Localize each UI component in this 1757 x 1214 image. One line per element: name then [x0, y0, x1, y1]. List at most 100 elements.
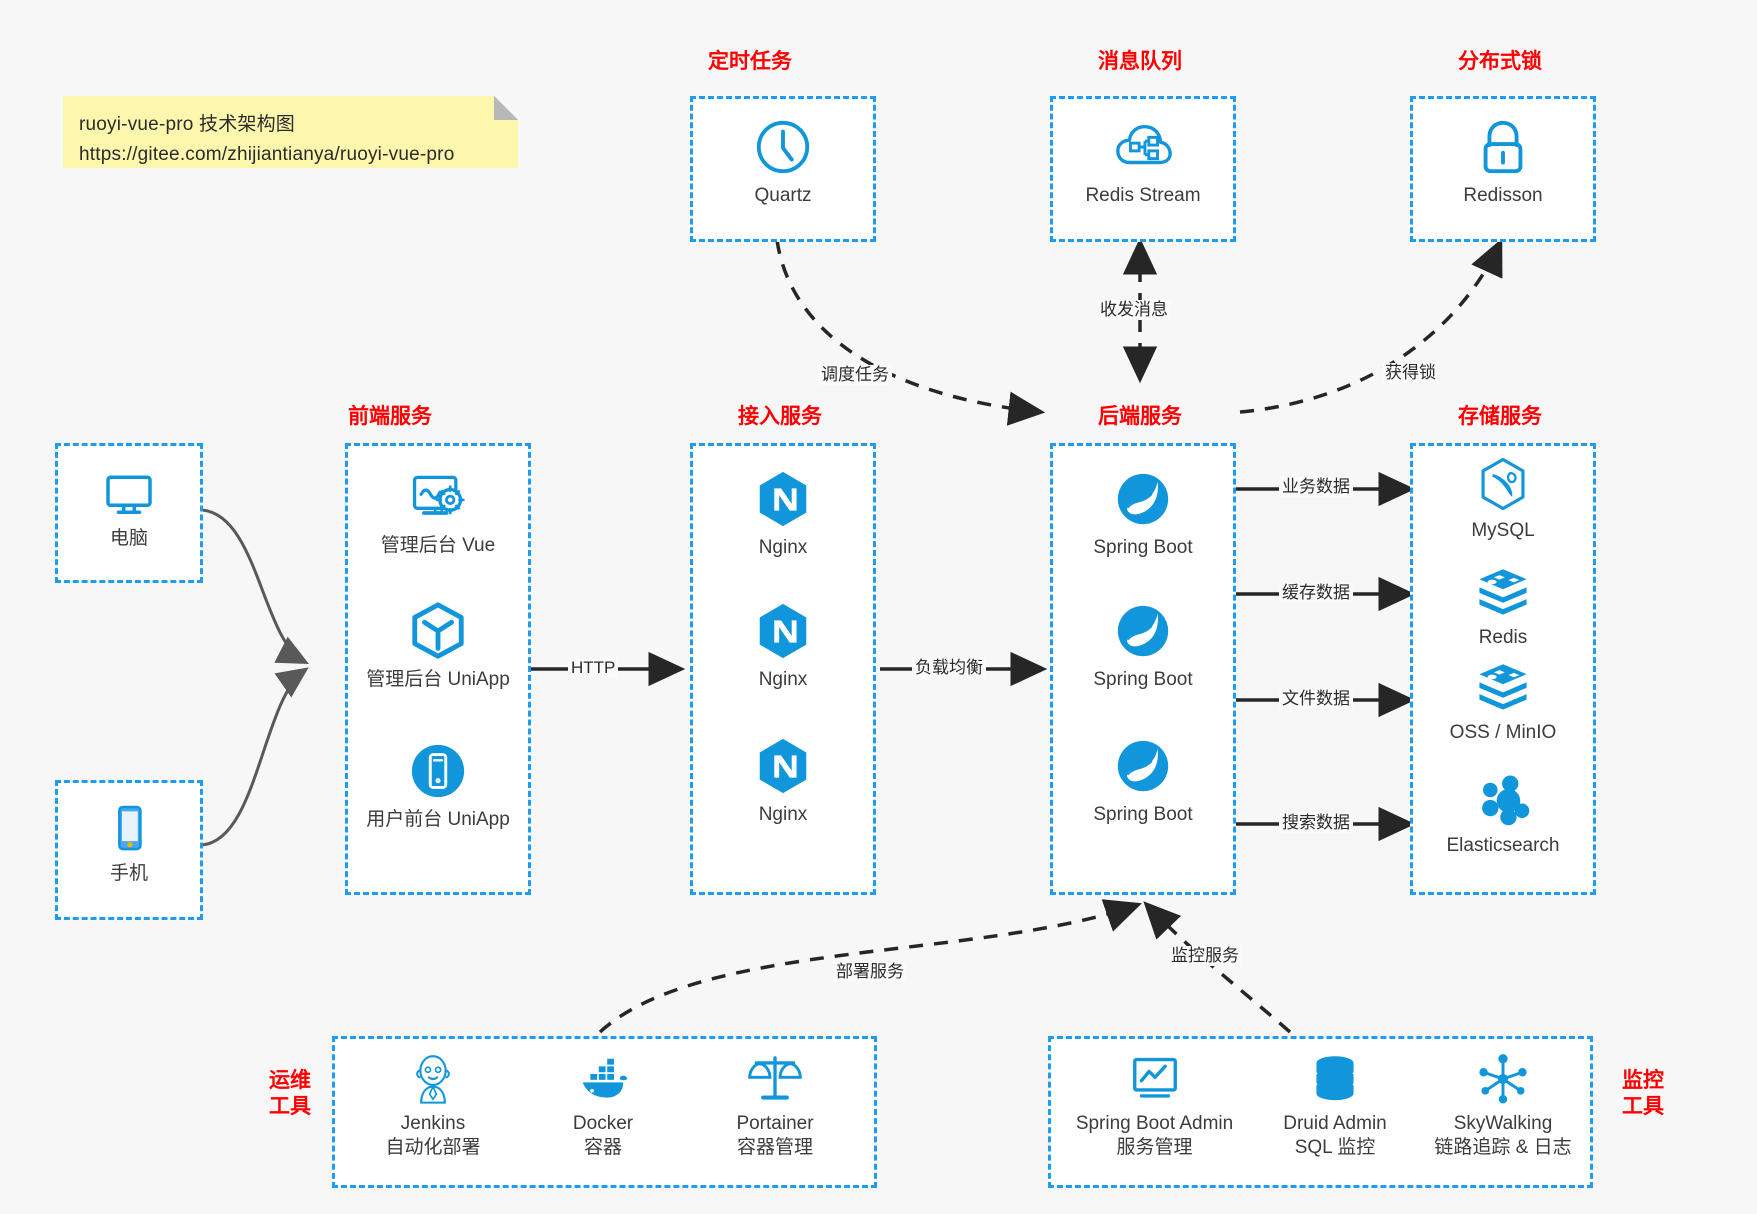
- scales-icon: [748, 1052, 802, 1106]
- node-label: Spring Boot: [1093, 804, 1193, 825]
- node-label: MySQL: [1471, 520, 1535, 541]
- node-label: Elasticsearch: [1446, 835, 1560, 856]
- node-quartz[interactable]: Quartz: [690, 116, 876, 208]
- node-label: 用户前台 UniApp: [366, 809, 510, 830]
- node-mobile[interactable]: 手机: [55, 800, 203, 886]
- node-oss-minio[interactable]: OSS / MinIO: [1410, 657, 1596, 745]
- node-label: Redis Stream: [1085, 185, 1201, 206]
- node-label: 管理后台 Vue: [380, 535, 496, 556]
- node-spring-boot-3[interactable]: Spring Boot: [1050, 735, 1236, 827]
- network-nodes-icon: [1476, 1052, 1530, 1106]
- node-nginx-2[interactable]: Nginx: [690, 600, 876, 692]
- box-distributed-lock[interactable]: [1410, 96, 1596, 242]
- node-label: Redisson: [1463, 185, 1543, 206]
- node-sublabel: 自动化部署: [385, 1137, 481, 1158]
- caption-scheduled-task: 定时任务: [708, 50, 792, 73]
- database-icon: [1308, 1052, 1362, 1106]
- node-mysql[interactable]: MySQL: [1410, 455, 1596, 543]
- edge-label-http: HTTP: [568, 658, 619, 678]
- elasticsearch-icon: [1474, 770, 1532, 828]
- node-label: Spring Boot: [1093, 537, 1193, 558]
- node-admin-uniapp[interactable]: 管理后台 UniApp: [345, 600, 531, 692]
- node-docker[interactable]: Docker 容器: [518, 1052, 688, 1160]
- mobile-circle-icon: [407, 740, 469, 802]
- spring-boot-icon: [1112, 735, 1174, 797]
- jenkins-butler-icon: [406, 1052, 460, 1106]
- box-message-queue[interactable]: [1050, 96, 1236, 242]
- caption-distributed-lock: 分布式锁: [1458, 50, 1542, 73]
- node-jenkins[interactable]: Jenkins 自动化部署: [348, 1052, 518, 1160]
- note-card: ruoyi-vue-pro 技术架构图 https://gitee.com/zh…: [63, 96, 518, 168]
- clock-icon: [752, 116, 814, 178]
- caption-monitor-line1: 监控: [1622, 1069, 1664, 1092]
- edge-label-cache-data: 缓存数据: [1279, 583, 1353, 603]
- caption-backend-service: 后端服务: [1098, 405, 1182, 428]
- node-sublabel: SQL 监控: [1294, 1137, 1376, 1158]
- node-druid-admin[interactable]: Druid Admin SQL 监控: [1250, 1052, 1420, 1160]
- node-nginx-1[interactable]: Nginx: [690, 468, 876, 560]
- edge-label-load-balance: 负载均衡: [912, 658, 986, 678]
- node-portainer[interactable]: Portainer 容器管理: [690, 1052, 860, 1160]
- note-url: https://gitee.com/zhijiantianya/ruoyi-vu…: [79, 144, 455, 165]
- node-label: Nginx: [758, 537, 808, 558]
- node-sublabel: 容器: [583, 1137, 622, 1158]
- node-sublabel: 容器管理: [736, 1137, 813, 1158]
- node-label: Druid Admin: [1283, 1113, 1387, 1134]
- node-label: 电脑: [109, 528, 148, 549]
- cloud-stream-icon: [1112, 116, 1174, 178]
- node-label: Nginx: [758, 669, 808, 690]
- node-spring-boot-2[interactable]: Spring Boot: [1050, 600, 1236, 692]
- node-pc[interactable]: 电脑: [55, 465, 203, 551]
- node-label: SkyWalking: [1453, 1113, 1553, 1134]
- smartphone-icon: [101, 800, 157, 856]
- node-skywalking[interactable]: SkyWalking 链路追踪 & 日志: [1418, 1052, 1588, 1160]
- edge-label-business-data: 业务数据: [1279, 477, 1353, 497]
- edge-mobile-to-frontend: [201, 667, 309, 847]
- spring-boot-icon: [1112, 468, 1174, 530]
- node-user-uniapp[interactable]: 用户前台 UniApp: [345, 740, 531, 832]
- nginx-icon: [752, 468, 814, 530]
- node-label: Docker: [572, 1113, 634, 1134]
- node-label: Quartz: [754, 185, 812, 206]
- redis-stack-icon: [1474, 562, 1532, 620]
- node-spring-boot-admin[interactable]: Spring Boot Admin 服务管理: [1062, 1052, 1247, 1160]
- edge-label-search-data: 搜索数据: [1279, 813, 1353, 833]
- node-nginx-3[interactable]: Nginx: [690, 735, 876, 827]
- caption-monitor-line2: 工具: [1622, 1095, 1664, 1118]
- lock-icon: [1472, 116, 1534, 178]
- nginx-icon: [752, 735, 814, 797]
- box-scheduled-task[interactable]: [690, 96, 876, 242]
- node-redisson[interactable]: Redisson: [1410, 116, 1596, 208]
- cube-icon: [407, 600, 469, 662]
- edge-label-file-data: 文件数据: [1279, 689, 1353, 709]
- caption-storage-service: 存储服务: [1458, 405, 1542, 428]
- node-label: Jenkins: [400, 1113, 466, 1134]
- caption-devops-line1: 运维: [269, 1069, 311, 1092]
- node-redis[interactable]: Redis: [1410, 562, 1596, 650]
- edge-pc-to-frontend: [201, 508, 310, 665]
- node-redis-stream[interactable]: Redis Stream: [1050, 116, 1236, 208]
- monitor-chart-icon: [1128, 1052, 1182, 1106]
- node-spring-boot-1[interactable]: Spring Boot: [1050, 468, 1236, 560]
- caption-frontend-service: 前端服务: [348, 405, 432, 428]
- node-sublabel: 链路追踪 & 日志: [1434, 1137, 1572, 1158]
- node-label: 管理后台 UniApp: [366, 669, 510, 690]
- spring-boot-icon: [1112, 600, 1174, 662]
- desktop-monitor-icon: [101, 465, 157, 521]
- edge-monitor-service: [1143, 901, 1292, 1034]
- node-sublabel: 服务管理: [1116, 1137, 1193, 1158]
- mysql-dolphin-icon: [1474, 455, 1532, 513]
- note-fold-corner: [494, 96, 518, 120]
- caption-monitor-tools: 监控 工具: [1608, 1068, 1678, 1120]
- caption-devops-tools: 运维 工具: [255, 1068, 325, 1120]
- caption-devops-line2: 工具: [269, 1095, 311, 1118]
- node-admin-vue[interactable]: 管理后台 Vue: [345, 468, 531, 558]
- box-frontend-service[interactable]: [345, 443, 531, 895]
- edge-label-monitor-service: 监控服务: [1168, 946, 1242, 966]
- node-label: Portainer: [736, 1113, 814, 1134]
- caption-access-service: 接入服务: [738, 405, 822, 428]
- node-elasticsearch[interactable]: Elasticsearch: [1410, 770, 1596, 858]
- node-label: Redis: [1478, 627, 1528, 648]
- edge-label-deploy-service: 部署服务: [833, 962, 907, 982]
- docker-whale-icon: [576, 1052, 630, 1106]
